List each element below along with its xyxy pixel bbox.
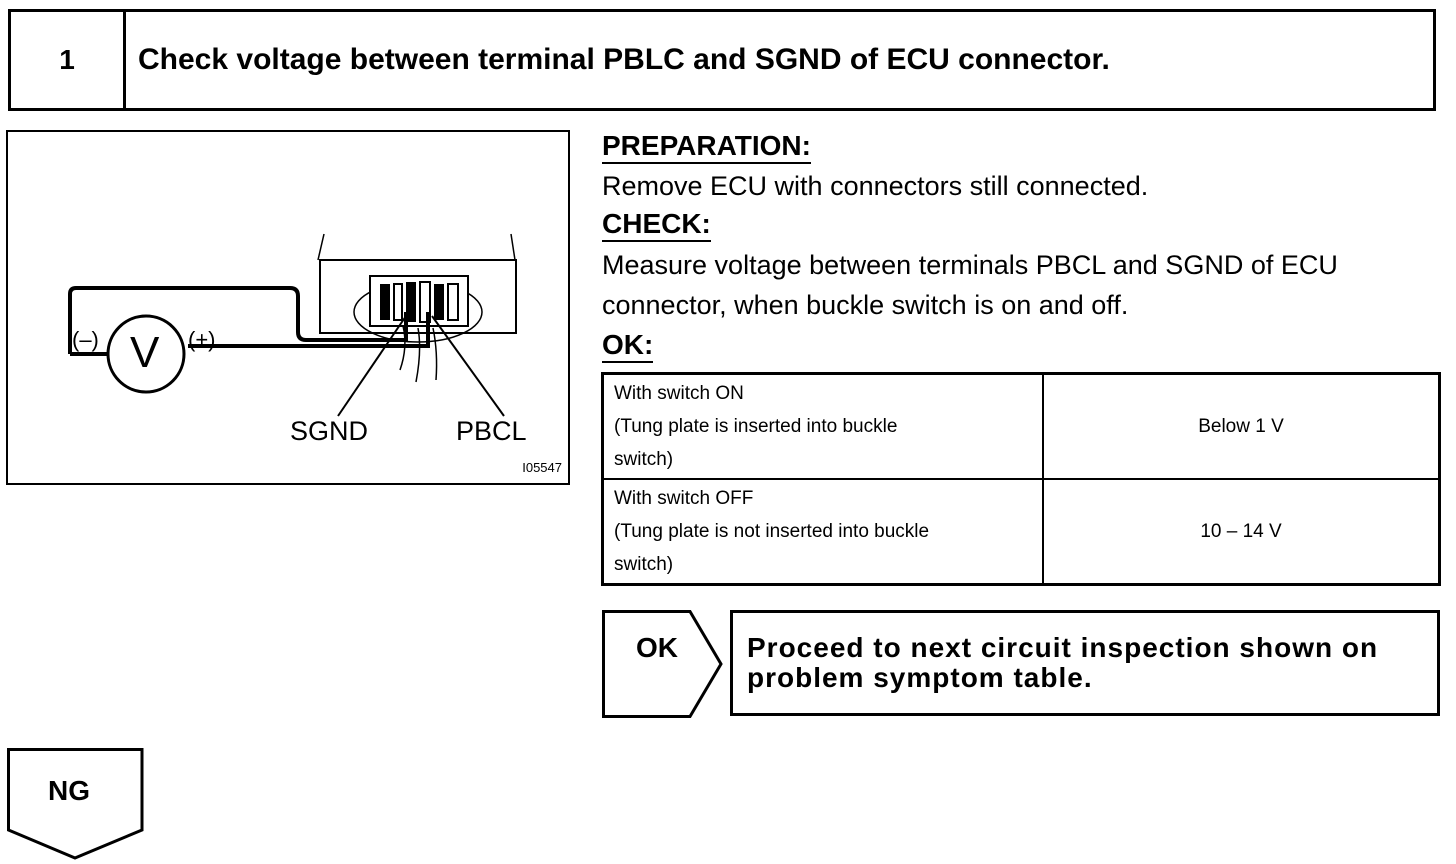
- value-cell: Below 1 V: [1042, 372, 1441, 480]
- condition-cell: With switch OFF (Tung plate is not inser…: [601, 478, 1044, 586]
- negative-lead: [68, 286, 408, 342]
- table-row: With switch OFF (Tung plate is not inser…: [601, 478, 1441, 586]
- voltmeter-symbol: V: [130, 328, 160, 377]
- preparation-text: Remove ECU with connectors still connect…: [602, 171, 1149, 201]
- condition-line: switch): [614, 449, 674, 470]
- step-number: 1: [11, 12, 126, 108]
- step-title: Check voltage between terminal PBLC and …: [138, 43, 1110, 76]
- condition-cell: With switch ON (Tung plate is inserted i…: [601, 372, 1044, 480]
- preparation-heading: PREPARATION:: [602, 131, 811, 164]
- sgnd-label: SGND: [290, 416, 369, 446]
- table-row: With switch ON (Tung plate is inserted i…: [601, 372, 1441, 480]
- figure-reference-code: I05547: [522, 460, 562, 475]
- positive-lead: [188, 312, 430, 348]
- sgnd-pointer: [337, 315, 407, 417]
- condition-line: (Tung plate is inserted into buckle: [614, 416, 898, 437]
- ng-result-label: NG: [48, 775, 90, 806]
- step-header: 1 Check voltage between terminal PBLC an…: [8, 9, 1436, 111]
- condition-line: With switch OFF: [614, 488, 754, 509]
- spec-table: With switch ON (Tung plate is inserted i…: [601, 372, 1441, 586]
- plus-terminal-label: (+): [188, 327, 216, 352]
- ok-action-line1: Proceed to next circuit inspection shown…: [747, 632, 1379, 663]
- value-cell: 10 – 14 V: [1042, 478, 1441, 586]
- condition-line: switch): [614, 554, 674, 575]
- voltmeter-diagram: [68, 233, 517, 417]
- pbcl-pointer: [431, 315, 505, 417]
- ng-arrow-icon: [7, 748, 144, 860]
- ok-action-box: Proceed to next circuit inspection shown…: [730, 610, 1440, 716]
- wiring-figure: V (–) (+) SGND PBCL I05547: [6, 130, 570, 485]
- ecu-body: [319, 259, 517, 334]
- check-text-line2: connector, when buckle switch is on and …: [602, 290, 1129, 320]
- ok-action-line2: problem symptom table.: [747, 662, 1093, 693]
- check-text-line1: Measure voltage between terminals PBCL a…: [602, 250, 1338, 280]
- ok-heading: OK:: [602, 330, 654, 363]
- minus-terminal-label: (–): [72, 327, 99, 352]
- condition-line: (Tung plate is not inserted into buckle: [614, 521, 930, 542]
- ok-result-label: OK: [636, 632, 678, 663]
- pbcl-label: PBCL: [456, 416, 527, 446]
- condition-line: With switch ON: [614, 383, 744, 404]
- ok-arrow-icon: [602, 610, 723, 718]
- check-heading: CHECK:: [602, 209, 711, 242]
